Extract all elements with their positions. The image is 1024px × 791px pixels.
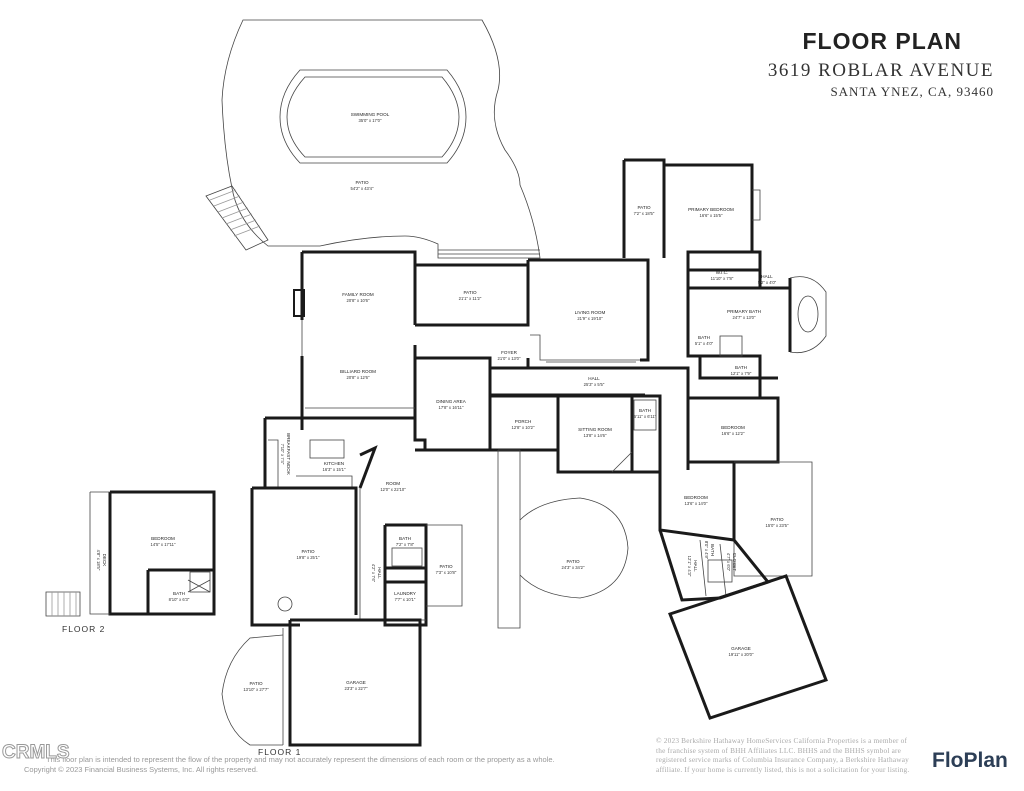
crmls-watermark: CRMLS: [2, 742, 71, 764]
room-dims-patio-east: 15'0" x 23'5": [766, 523, 789, 528]
room-name-patio-center: PATIO: [463, 290, 477, 295]
room-name-bath-laundry: BATH: [399, 536, 411, 541]
room-name-bedroom-upper: BEDROOM: [151, 536, 175, 541]
room-name-deck: DECK: [102, 554, 107, 568]
room-dims-primary-bath: 24'7" x 13'0": [733, 315, 756, 320]
room-dims-patio-south: 24'3" x 34'2": [562, 565, 585, 570]
floor2-label: FLOOR 2: [62, 624, 106, 634]
room-name-dining-area: DINING AREA: [436, 399, 467, 404]
room-dims-primary-bedroom: 16'6" x 15'5": [700, 213, 723, 218]
room-dims-patio-pool: 54'2" x 43'4": [351, 186, 374, 191]
property-city: SANTA YNEZ, CA, 93460: [830, 84, 994, 99]
room-labels: SWIMMING POOL 35'0" x 17'0" PATIO 54'2" …: [96, 112, 789, 692]
room-name-bath-e1: BATH: [735, 365, 747, 370]
room-dims-patio-primary: 7'2" x 18'5": [634, 211, 655, 216]
room-name-bath-e2: BATH: [698, 335, 710, 340]
room-name-foyer: FOYER: [501, 350, 518, 355]
room-dims-hall-laundry: 4'2" x 7'6": [371, 564, 376, 583]
room-dims-garage-main: 23'3" x 22'7": [345, 686, 368, 691]
floplan-logo-text: FloPlan: [932, 749, 1008, 772]
room-name-living-room: LIVING ROOM: [575, 310, 606, 315]
room-name-hall-main: HALL: [588, 376, 600, 381]
room-name-hall-primary: HALL: [761, 274, 773, 279]
room-dims-bath-e2: 5'1" x 4'0": [695, 341, 714, 346]
legal-notice: © 2023 Berkshire Hathaway HomeServices C…: [656, 736, 910, 774]
room-dims-garage-east: 19'11" x 20'0": [729, 652, 754, 657]
room-name-laundry: LAUNDRY: [394, 591, 416, 596]
room-dims-bath-laundry: 7'2" x 7'8": [396, 542, 415, 547]
pool-patio-outline: [205, 19, 541, 259]
room-dims-dining-area: 17'8" x 16'11": [439, 405, 464, 410]
room-name-breakfast-nook: BREAKFAST NOOK: [286, 433, 291, 476]
room-name-room-kitchen: ROOM: [386, 481, 400, 486]
room-dims-hall-e: 12'1" x 4'3": [687, 556, 692, 577]
room-dims-patio-center: 21'1" x 11'2": [459, 296, 482, 301]
room-dims-bedroom-e1: 16'6" x 12'2": [722, 431, 745, 436]
room-dims-hall-main: 25'3" x 5'5": [584, 382, 605, 387]
room-dims-foyer: 21'0" x 13'0": [498, 356, 521, 361]
room-name-bath-e3: BATH: [710, 544, 715, 556]
main-house-walls: [221, 158, 828, 747]
room-dims-family-room: 20'8" x 10'6": [347, 298, 370, 303]
disclaimer-text: This floor plan is intended to represent…: [46, 755, 555, 764]
room-dims-closet-e: 4'7" x 6'0": [726, 553, 731, 572]
room-name-patio-courtyard: PATIO: [301, 549, 315, 554]
room-name-patio-east: PATIO: [770, 517, 784, 522]
room-name-billiard-room: BILLIARD ROOM: [340, 369, 376, 374]
room-name-kitchen: KITCHEN: [324, 461, 344, 466]
floor1-label: FLOOR 1: [258, 747, 302, 757]
room-name-patio-south: PATIO: [566, 559, 580, 564]
floplan-logo: FloPlan: [932, 749, 1008, 773]
room-dims-living-room: 21'9" x 19'10": [577, 316, 603, 321]
room-name-garage-east: GARAGE: [731, 646, 751, 651]
floor2-walls: [45, 490, 216, 617]
copyright-text: Copyright © 2023 Financial Business Syst…: [24, 765, 258, 774]
room-name-patio-primary: PATIO: [637, 205, 651, 210]
room-dims-sitting-room: 13'8" x 14'6": [584, 433, 607, 438]
room-dims-billiard-room: 20'8" x 12'6": [347, 375, 370, 380]
room-dims-patio-sw: 13'10" x 27'7": [243, 687, 269, 692]
room-dims-bath-upper: 8'10" x 6'3": [169, 597, 190, 602]
room-name-bath-sitting: BATH: [639, 408, 651, 413]
room-name-sitting-room: SITTING ROOM: [578, 427, 612, 432]
room-name-patio-laundry: PATIO: [439, 564, 453, 569]
room-name-primary-bedroom: PRIMARY BEDROOM: [688, 207, 734, 212]
room-name-garage-main: GARAGE: [346, 680, 366, 685]
property-address: 3619 ROBLAR AVENUE: [767, 60, 994, 81]
room-dims-bedroom-upper: 14'5" x 17'11": [151, 542, 176, 547]
room-name-swimming-pool: SWIMMING POOL: [351, 112, 390, 117]
room-dims-bath-e3: 8'0" x 4'9": [704, 541, 709, 560]
room-name-hall-e: HALL: [693, 560, 698, 572]
room-dims-porch: 12'8" x 10'2": [512, 425, 535, 430]
plan-title: FLOOR PLAN: [802, 28, 962, 54]
room-name-closet-e: CLOSET: [732, 553, 737, 572]
room-name-porch: PORCH: [515, 419, 532, 424]
room-dims-bedroom-e2: 13'6" x 14'0": [685, 501, 708, 506]
room-dims-laundry: 7'7" x 10'1": [395, 597, 416, 602]
room-dims-wic: 11'10" x 7'8": [711, 276, 734, 281]
room-name-patio-pool: PATIO: [355, 180, 369, 185]
room-dims-bath-e1: 12'1" x 7'9": [731, 371, 752, 376]
room-name-primary-bath: PRIMARY BATH: [727, 309, 761, 314]
room-name-bedroom-e1: BEDROOM: [721, 425, 745, 430]
room-name-bedroom-e2: BEDROOM: [684, 495, 708, 500]
room-name-family-room: FAMILY ROOM: [342, 292, 374, 297]
room-dims-kitchen: 16'3" x 15'1": [323, 467, 346, 472]
room-dims-swimming-pool: 35'0" x 17'0": [359, 118, 382, 123]
room-dims-hall-primary: 5'2" x 4'0": [758, 280, 777, 285]
room-dims-bath-sitting: 5'11" x 6'11": [634, 414, 657, 419]
room-dims-patio-laundry: 7'3" x 10'8": [436, 570, 457, 575]
room-name-bath-upper: BATH: [173, 591, 185, 596]
room-dims-deck: 4'8" x 18'5": [96, 550, 101, 571]
room-dims-room-kitchen: 12'0" x 22'10": [380, 487, 406, 492]
room-dims-breakfast-nook: 7'10" x 7'4": [280, 444, 285, 465]
room-name-patio-sw: PATIO: [249, 681, 263, 686]
room-name-hall-laundry: HALL: [377, 567, 382, 579]
room-dims-patio-courtyard: 19'8" x 25'1": [297, 555, 320, 560]
room-name-wic: W.I.C.: [716, 270, 729, 275]
